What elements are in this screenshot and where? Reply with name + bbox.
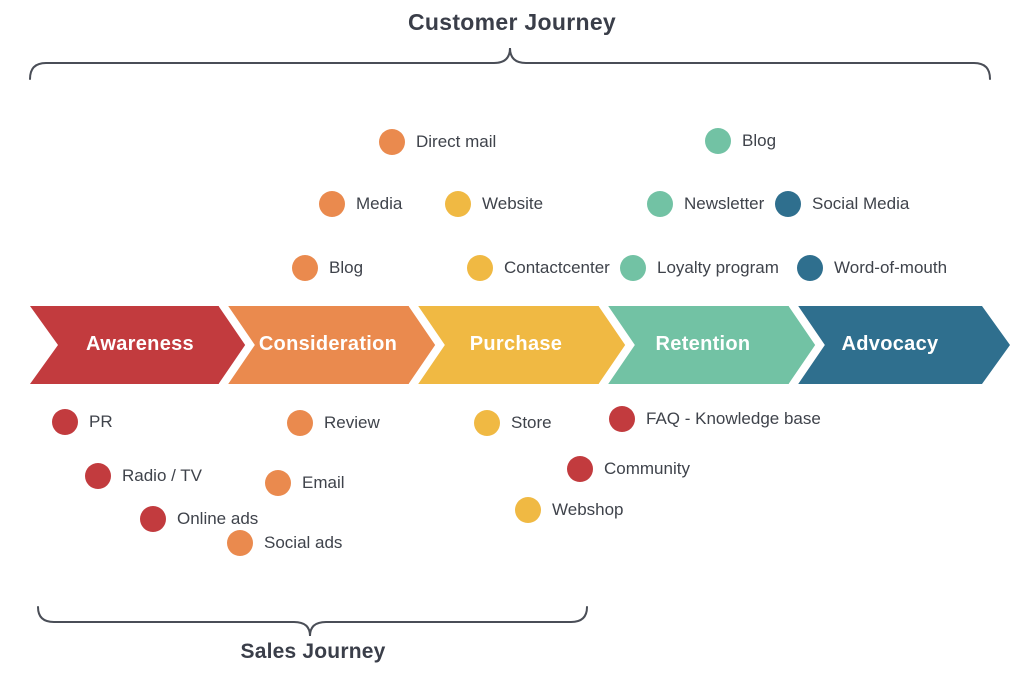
touchpoint-label: Review [324,413,380,432]
touchpoint-label: Newsletter [684,194,765,213]
touchpoint-label: Online ads [177,509,259,528]
touchpoint-label: Blog [329,258,364,277]
touchpoint-dot [140,506,166,532]
stage-arrow-awareness [30,306,250,384]
touchpoint-dot [85,463,111,489]
touchpoint-online-ads: Online ads [140,506,258,532]
touchpoint-dot [515,497,541,523]
touchpoint-faq-knowledge-base: FAQ - Knowledge base [609,406,821,432]
sales-journey-brace [37,606,588,637]
touchpoint-label: Blog [742,131,777,150]
stage-label-purchase: Purchase [469,333,563,355]
touchpoint-label: Radio / TV [122,466,203,485]
touchpoint-newsletter: Newsletter [647,191,764,217]
stage-arrow-consideration [222,306,440,384]
touchpoint-dot [287,410,313,436]
touchpoint-label: PR [89,412,113,431]
touchpoint-social-ads: Social ads [227,530,342,556]
customer-journey-title: Customer Journey [407,9,616,35]
customer-journey-brace [29,47,991,80]
touchpoint-blog: Blog [705,128,776,154]
touchpoint-label: Contactcenter [504,258,610,277]
touchpoint-dot [474,410,500,436]
touchpoint-contactcenter: Contactcenter [467,255,610,281]
touchpoint-dot [705,128,731,154]
touchpoint-dot [775,191,801,217]
touchpoint-blog: Blog [292,255,363,281]
touchpoint-social-media: Social Media [775,191,909,217]
touchpoint-webshop: Webshop [515,497,624,523]
stage-arrow-retention [602,306,820,384]
touchpoint-dot [620,255,646,281]
touchpoint-review: Review [287,410,380,436]
touchpoint-label: Webshop [552,500,624,519]
touchpoint-label: FAQ - Knowledge base [646,409,821,428]
touchpoint-store: Store [474,410,552,436]
touchpoint-label: Word-of-mouth [834,258,948,277]
touchpoint-dot [445,191,471,217]
touchpoint-community: Community [567,456,690,482]
touchpoint-direct-mail: Direct mail [379,129,496,155]
touchpoint-label: Media [356,194,403,213]
touchpoint-label: Direct mail [416,132,497,151]
stage-arrow-advocacy [792,306,1010,384]
stage-label-awareness: Awareness [86,333,194,355]
touchpoint-website: Website [445,191,543,217]
touchpoint-dot [319,191,345,217]
touchpoint-dot [379,129,405,155]
touchpoint-word-of-mouth: Word-of-mouth [797,255,947,281]
touchpoint-dot [467,255,493,281]
touchpoint-dot [52,409,78,435]
stage-arrow-purchase [412,306,630,384]
touchpoint-dot [567,456,593,482]
touchpoint-label: Website [482,194,544,213]
sales-journey-title: Sales Journey [240,640,386,663]
touchpoint-label: Email [302,473,345,492]
touchpoint-dot [647,191,673,217]
touchpoint-label: Loyalty program [657,258,779,277]
touchpoint-media: Media [319,191,402,217]
touchpoint-pr: PR [52,409,113,435]
touchpoint-dot [265,470,291,496]
touchpoint-dot [797,255,823,281]
touchpoint-loyalty-program: Loyalty program [620,255,779,281]
stage-label-consideration: Consideration [258,333,398,355]
stage-label-retention: Retention [655,333,751,355]
touchpoint-radio-tv: Radio / TV [85,463,202,489]
touchpoint-label: Social ads [264,533,343,552]
touchpoint-label: Social Media [812,194,910,213]
touchpoint-dot [227,530,253,556]
touchpoint-email: Email [265,470,345,496]
touchpoint-label: Store [511,413,552,432]
stage-label-advocacy: Advocacy [841,333,939,355]
touchpoint-label: Community [604,459,690,478]
stage-gaps [218,301,825,389]
touchpoint-dot [292,255,318,281]
touchpoint-dot [609,406,635,432]
